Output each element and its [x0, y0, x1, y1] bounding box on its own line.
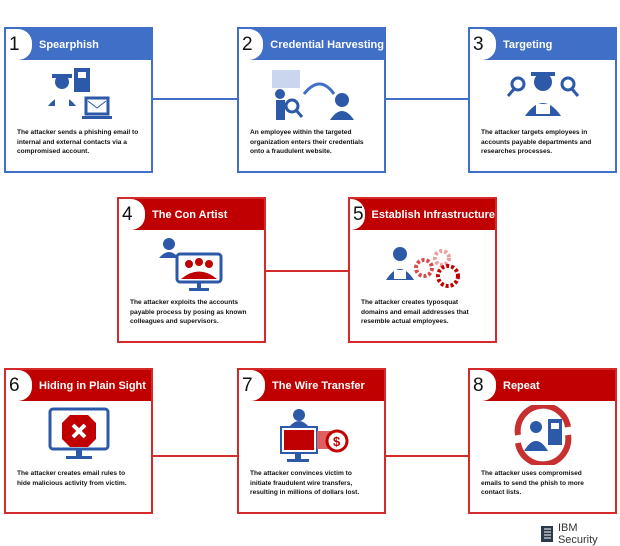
step-description: The attacker targets employees in accoun…: [481, 129, 592, 155]
step-title: Repeat: [503, 379, 540, 392]
hacker-email-icon: [6, 60, 151, 128]
connector-1-2: [152, 98, 238, 100]
step-description: The attacker creates typosquat domains a…: [361, 299, 469, 325]
step-title: Establish Infrastructure: [371, 208, 495, 221]
step-number: 5: [350, 199, 365, 230]
step-description: The attacker convinces victim to initiat…: [250, 470, 360, 496]
step-card-2: 2 Credential Harvesting An employee withi…: [237, 27, 386, 173]
wire-transfer-icon: $: [239, 401, 384, 469]
logo-text: IBM Security: [557, 522, 598, 546]
step-title: Hiding in Plain Sight: [39, 379, 146, 392]
step-description: The attacker exploits the accounts payab…: [130, 299, 247, 325]
step-description: An employee within the targeted organiza…: [250, 129, 364, 155]
svg-text:$: $: [333, 434, 341, 449]
step-title: Targeting: [503, 38, 553, 51]
step-title: Spearphish: [39, 38, 99, 51]
step-title: The Con Artist: [152, 208, 228, 221]
con-artist-monitor-icon: [119, 230, 264, 298]
step-card-6: 6 Hiding in Plain Sight The attacker crea…: [4, 368, 153, 514]
blocked-monitor-icon: [6, 401, 151, 469]
step-number: 8: [470, 370, 496, 401]
step-card-4: 4 The Con Artist The attacker exploits th…: [117, 197, 266, 343]
step-card-5: 5 Establish Infrastructure The attacker c…: [348, 197, 497, 343]
connector-4-5: [266, 270, 349, 272]
step-number: 6: [6, 370, 32, 401]
step-description: The attacker creates email rules to hide…: [17, 470, 127, 487]
step-card-3: 3 Targeting The attacker targets employee…: [468, 27, 617, 173]
ibm-shield-icon: [541, 526, 553, 542]
step-title: Credential Harvesting: [270, 38, 384, 51]
step-card-1: 1 Spearphish The attacker sends a phishin…: [4, 27, 153, 173]
step-description: The attacker uses compromised emails to …: [481, 470, 584, 496]
connector-6-7: [152, 455, 238, 457]
step-description: The attacker sends a phishing email to i…: [17, 129, 139, 155]
credential-theft-icon: [239, 60, 384, 128]
ibm-security-logo: IBM Security: [540, 522, 620, 546]
step-number: 2: [239, 29, 264, 60]
step-number: 3: [470, 29, 496, 60]
step-title: The Wire Transfer: [272, 379, 365, 392]
step-number: 4: [119, 199, 145, 230]
connector-2-3: [385, 98, 469, 100]
targeting-hacker-icon: [470, 60, 615, 128]
step-card-8: 8 Repeat The attacker uses compromised em…: [468, 368, 617, 514]
hacker-gears-icon: [350, 230, 495, 298]
connector-7-8: [385, 455, 469, 457]
repeat-cycle-icon: [470, 401, 615, 469]
step-number: 7: [239, 370, 265, 401]
step-number: 1: [6, 29, 32, 60]
step-card-7: 7 The Wire Transfer $ The attacker convin…: [237, 368, 386, 514]
